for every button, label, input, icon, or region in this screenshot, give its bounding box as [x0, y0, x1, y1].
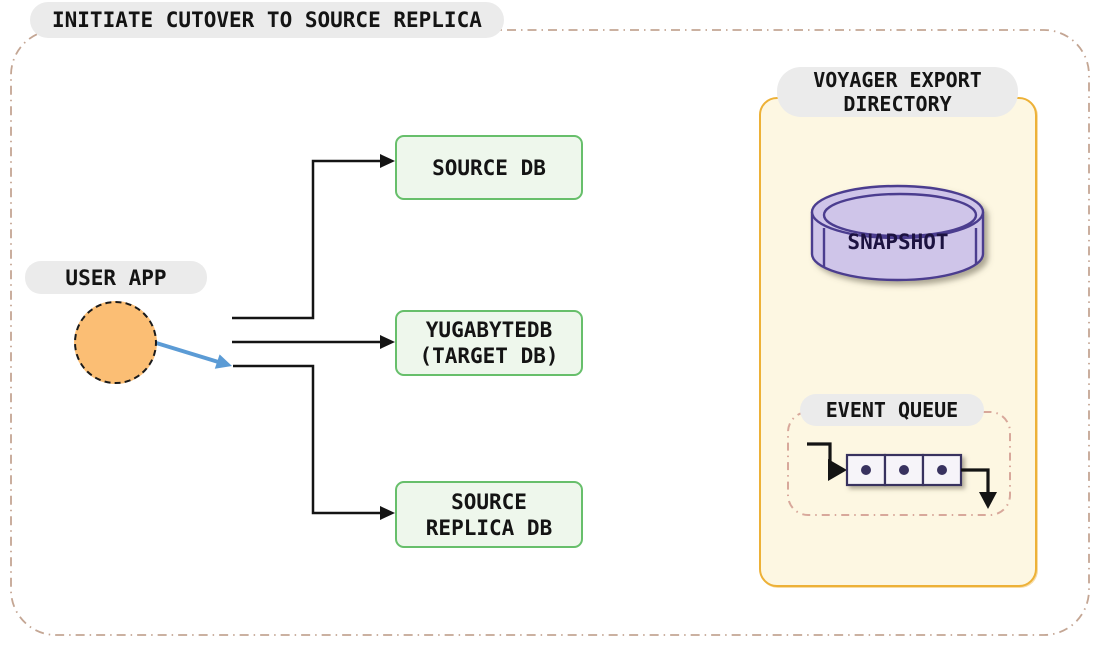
queue-item-dot — [899, 465, 909, 475]
source-replica-db-box: SOURCE REPLICA DB — [395, 481, 583, 548]
queue-cells — [845, 453, 963, 487]
queue-item-dot — [861, 465, 871, 475]
user-app-node — [74, 301, 157, 384]
queue-cell — [921, 453, 963, 487]
blue-arrowhead-icon — [214, 354, 232, 369]
diagram-title-label: INITIATE CUTOVER TO SOURCE REPLICA — [52, 8, 482, 32]
user-app-label: USER APP — [25, 261, 207, 294]
event-queue-label-text: EVENT QUEUE — [825, 398, 959, 422]
arrowhead-target-db — [380, 335, 395, 349]
snapshot-label-text: SNAPSHOT — [847, 230, 949, 254]
source-replica-db-label-line1: SOURCE — [451, 489, 527, 514]
voyager-export-directory-container — [759, 97, 1037, 587]
queue-in-arrowhead — [828, 459, 847, 481]
queue-out-arrow — [961, 468, 997, 509]
voyager-label-line2: DIRECTORY — [843, 92, 952, 116]
source-db-box: SOURCE DB — [395, 135, 583, 200]
arrow-to-target-db — [232, 335, 395, 349]
snapshot-cylinder-icon — [810, 184, 985, 282]
arrowhead-source-replica-db — [380, 506, 395, 520]
source-replica-db-label-line2: REPLICA DB — [425, 515, 553, 540]
queue-in-arrow — [807, 442, 847, 481]
arrowhead-source-db — [380, 154, 395, 168]
queue-out-arrowhead — [979, 492, 997, 509]
voyager-export-directory-label: VOYAGER EXPORT DIRECTORY — [777, 67, 1018, 117]
arrow-to-source-db — [232, 154, 395, 320]
queue-cell — [883, 453, 925, 487]
queue-cell — [845, 453, 887, 487]
source-db-label: SOURCE DB — [432, 155, 546, 180]
blue-cutover-arrow — [152, 340, 232, 369]
target-db-label-line2: (TARGET DB) — [419, 344, 559, 368]
snapshot-label: SNAPSHOT — [812, 230, 984, 254]
arrow-to-source-replica-db — [233, 364, 395, 520]
user-app-label-text: USER APP — [65, 265, 167, 290]
queue-item-dot — [937, 465, 947, 475]
target-db-label-line1: YUGABYTEDB — [425, 318, 553, 342]
diagram-title: INITIATE CUTOVER TO SOURCE REPLICA — [30, 2, 504, 38]
voyager-label-line1: VOYAGER EXPORT — [813, 68, 982, 92]
outer-dashed-border — [10, 29, 1090, 636]
target-db-box: YUGABYTEDB (TARGET DB) — [395, 310, 583, 376]
event-queue-label: EVENT QUEUE — [800, 394, 984, 426]
